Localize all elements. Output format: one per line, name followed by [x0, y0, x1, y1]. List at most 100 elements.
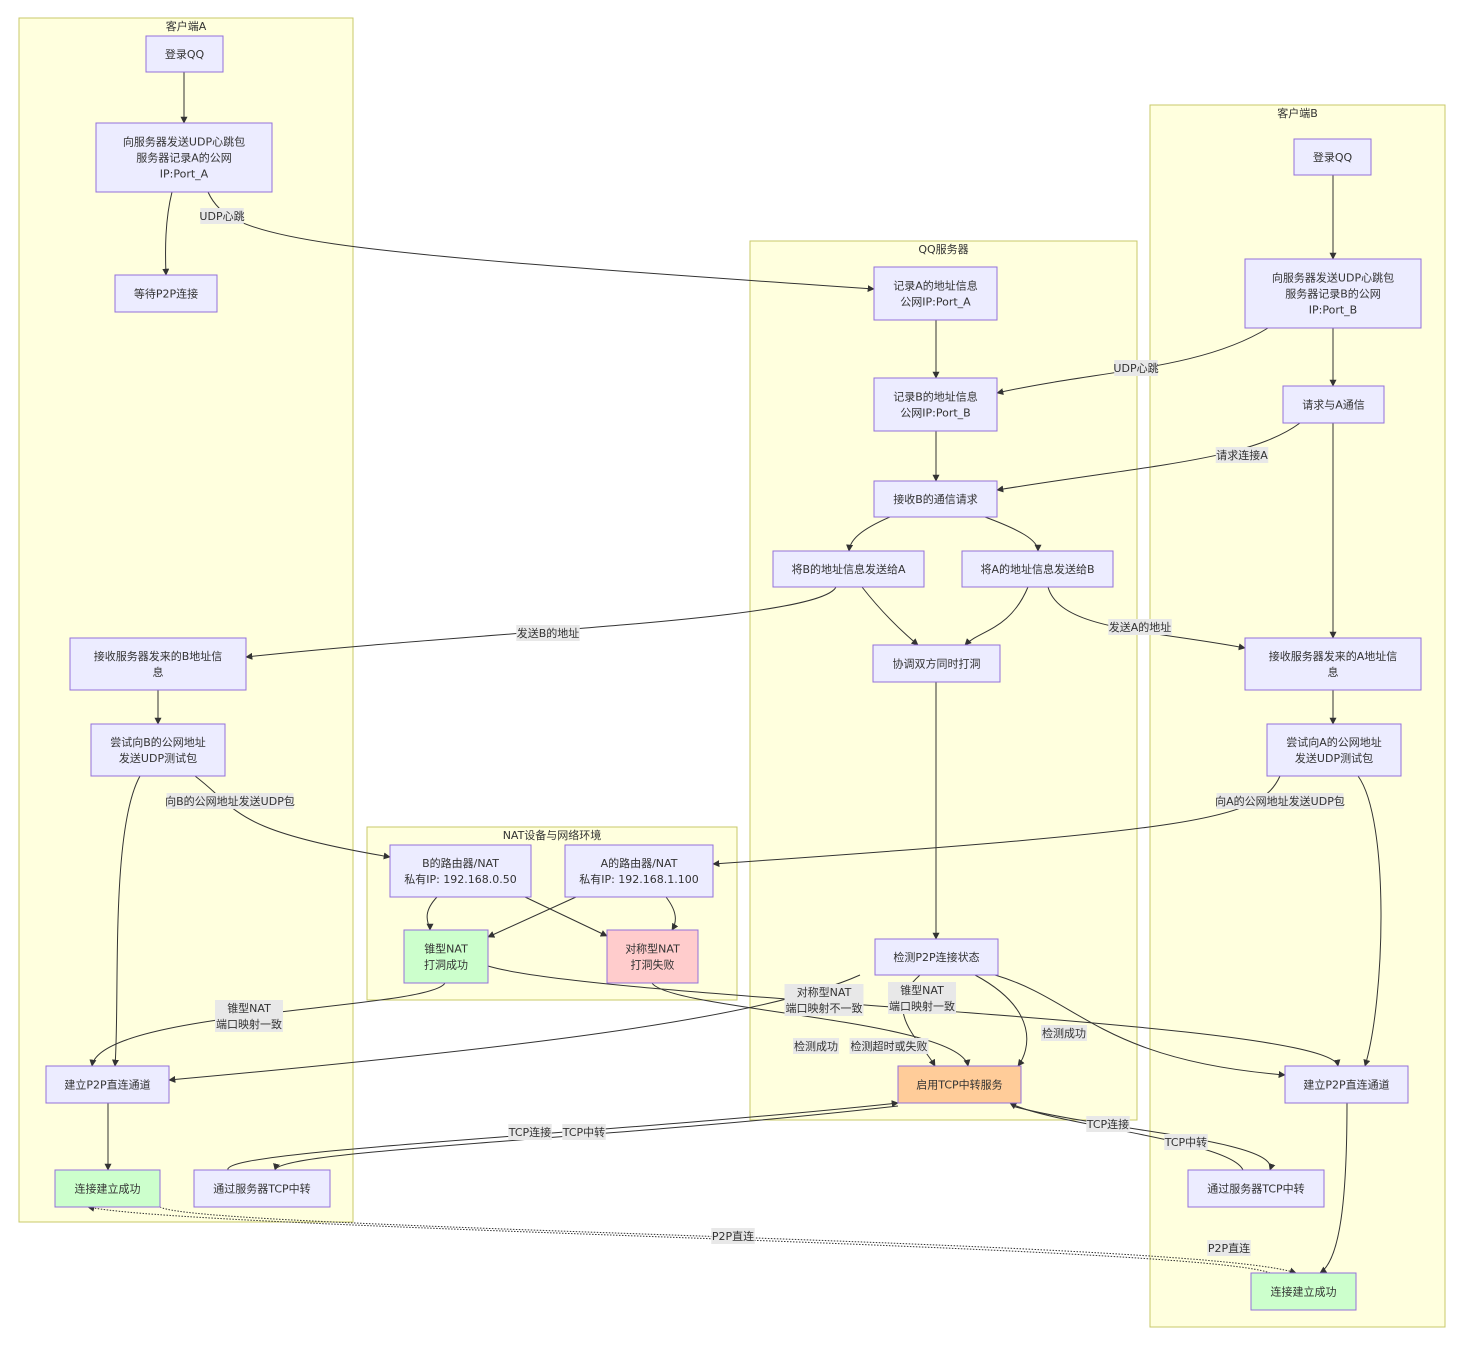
edge-label-send-a-addr: 发送A的地址 [1108, 619, 1172, 635]
node-label: 建立P2P直连通道 [64, 1078, 150, 1092]
edge-label-text: P2P直连 [712, 1229, 754, 1243]
node-label: 协调双方同时打洞 [893, 657, 981, 671]
node-b-req[interactable]: 请求与A通信 [1282, 385, 1385, 424]
node-label: 息 [1328, 665, 1339, 679]
node-label: 通过服务器TCP中转 [213, 1182, 310, 1196]
node-label: 尝试向A的公网地址 [1286, 735, 1382, 749]
node-b-p2p[interactable]: 建立P2P直连通道 [1284, 1065, 1409, 1104]
edge-label-text: TCP连接 [508, 1126, 551, 1139]
edge-arrow [245, 586, 837, 660]
node-label: 接收服务器发来的A地址信 [1269, 649, 1398, 663]
node-s-check[interactable]: 检测P2P连接状态 [874, 938, 999, 976]
cluster-title: NAT设备与网络环境 [503, 828, 602, 842]
node-a-p2p[interactable]: 建立P2P直连通道 [45, 1065, 170, 1104]
edge-label-tcp-conn-b: TCP连接 [1086, 1116, 1130, 1132]
node-label: 接收B的通信请求 [893, 492, 978, 506]
node-n-b[interactable]: B的路由器/NAT 私有IP: 192.168.0.50 [389, 844, 532, 898]
node-label: 将B的地址信息发送给A [791, 562, 906, 576]
edge-arrow [861, 586, 919, 646]
node-a-tcp[interactable]: 通过服务器TCP中转 [193, 1169, 331, 1208]
edge-label-p2p-1: P2P直连 [711, 1228, 755, 1244]
node-label: 向服务器发送UDP心跳包 [1272, 271, 1394, 285]
edge-label-check-fail: 检测超时或失败 [849, 1038, 929, 1054]
edge-arrow [273, 1105, 899, 1171]
edge-label-text: TCP连接 [1086, 1118, 1129, 1131]
node-label: 将A的地址信息发送给B [980, 562, 1094, 576]
edge-arrow [524, 896, 608, 937]
edge-label-cone-a: 锥型NAT 端口映射一致 [215, 1000, 283, 1032]
node-a-ok[interactable]: 连接建立成功 [54, 1169, 161, 1208]
node-s-req[interactable]: 接收B的通信请求 [873, 480, 998, 518]
node-label: 请求与A通信 [1302, 399, 1365, 412]
edge-label-text: TCP中转 [1164, 1135, 1207, 1149]
edge-label-text: 锥型NAT [900, 983, 944, 997]
edge-label-text: 发送B的地址 [517, 626, 580, 640]
node-s-tcp[interactable]: 启用TCP中转服务 [897, 1065, 1022, 1104]
edge-label-cone-b: 锥型NAT 端口映射一致 [888, 982, 956, 1014]
node-label: 检测P2P连接状态 [893, 950, 979, 964]
node-label: 记录B的地址信息 [893, 390, 978, 404]
node-b-tcp[interactable]: 通过服务器TCP中转 [1187, 1169, 1325, 1208]
edge-label-text: P2P直连 [1208, 1241, 1250, 1255]
node-b-login[interactable]: 登录QQ [1293, 138, 1372, 176]
node-s-sendB[interactable]: 将B的地址信息发送给A [772, 550, 925, 588]
edge-arrow [996, 422, 1301, 493]
node-s-sendA[interactable]: 将A的地址信息发送给B [961, 550, 1114, 588]
node-label: B的路由器/NAT [422, 856, 499, 870]
edge-label-udp-to-a: 向A的公网地址发送UDP包 [1215, 793, 1345, 809]
node-label: 建立P2P直连通道 [1303, 1078, 1389, 1092]
edge-label-text: 请求连接A [1216, 449, 1268, 462]
edge-label-text: 锥型NAT [227, 1001, 271, 1015]
edge-label-udp-b: UDP心跳 [1113, 360, 1159, 376]
node-label: 息 [153, 665, 164, 679]
node-b-ok[interactable]: 连接建立成功 [1250, 1272, 1357, 1311]
edge-label-tcp-relay-a: TCP中转 [562, 1124, 606, 1140]
node-label: IP:Port_A [160, 168, 209, 181]
node-label: 私有IP: 192.168.1.100 [579, 872, 699, 886]
edge-arrow [651, 982, 971, 1067]
node-label: 等待P2P连接 [134, 287, 198, 301]
node-label: 启用TCP中转服务 [916, 1078, 1002, 1092]
edge-label-text: 检测成功 [1042, 1026, 1086, 1040]
node-label: IP:Port_B [1309, 304, 1357, 317]
edge-label-text: 端口映射一致 [216, 1017, 282, 1031]
edge-arrow [665, 896, 679, 931]
node-label: 登录QQ [1313, 150, 1353, 164]
node-label: 发送UDP测试包 [1295, 751, 1373, 765]
node-label: 连接建立成功 [1271, 1285, 1337, 1299]
edge-label-text: 检测超时或失败 [851, 1039, 928, 1053]
edge-label-text: TCP中转 [562, 1125, 605, 1139]
edge-arrow [974, 974, 1028, 1067]
edge-label-send-b-addr: 发送B的地址 [516, 625, 580, 641]
edge-arrow [1319, 1102, 1348, 1274]
edge-arrow [712, 775, 1281, 868]
node-label: 私有IP: 192.168.0.50 [404, 872, 517, 886]
edge-label-check-ok-b: 检测成功 [1041, 1025, 1087, 1041]
edge-label-text: 对称型NAT [797, 985, 852, 999]
edge-arrow [426, 896, 438, 931]
node-s-coord[interactable]: 协调双方同时打洞 [872, 644, 1001, 683]
node-label: 登录QQ [165, 47, 205, 61]
edge-label-text: 端口映射一致 [889, 999, 955, 1013]
edge-label-tcp-conn-a: TCP连接 [508, 1124, 552, 1140]
edge-label-check-ok-a: 检测成功 [793, 1038, 839, 1054]
edge-label-text: UDP心跳 [1113, 361, 1158, 375]
node-a-wait[interactable]: 等待P2P连接 [114, 274, 218, 313]
node-label: 对称型NAT [625, 942, 680, 956]
edge-label-udp-a: UDP心跳 [199, 208, 245, 224]
edge-label-udp-to-b: 向B的公网地址发送UDP包 [165, 793, 295, 809]
node-a-login[interactable]: 登录QQ [145, 35, 224, 73]
